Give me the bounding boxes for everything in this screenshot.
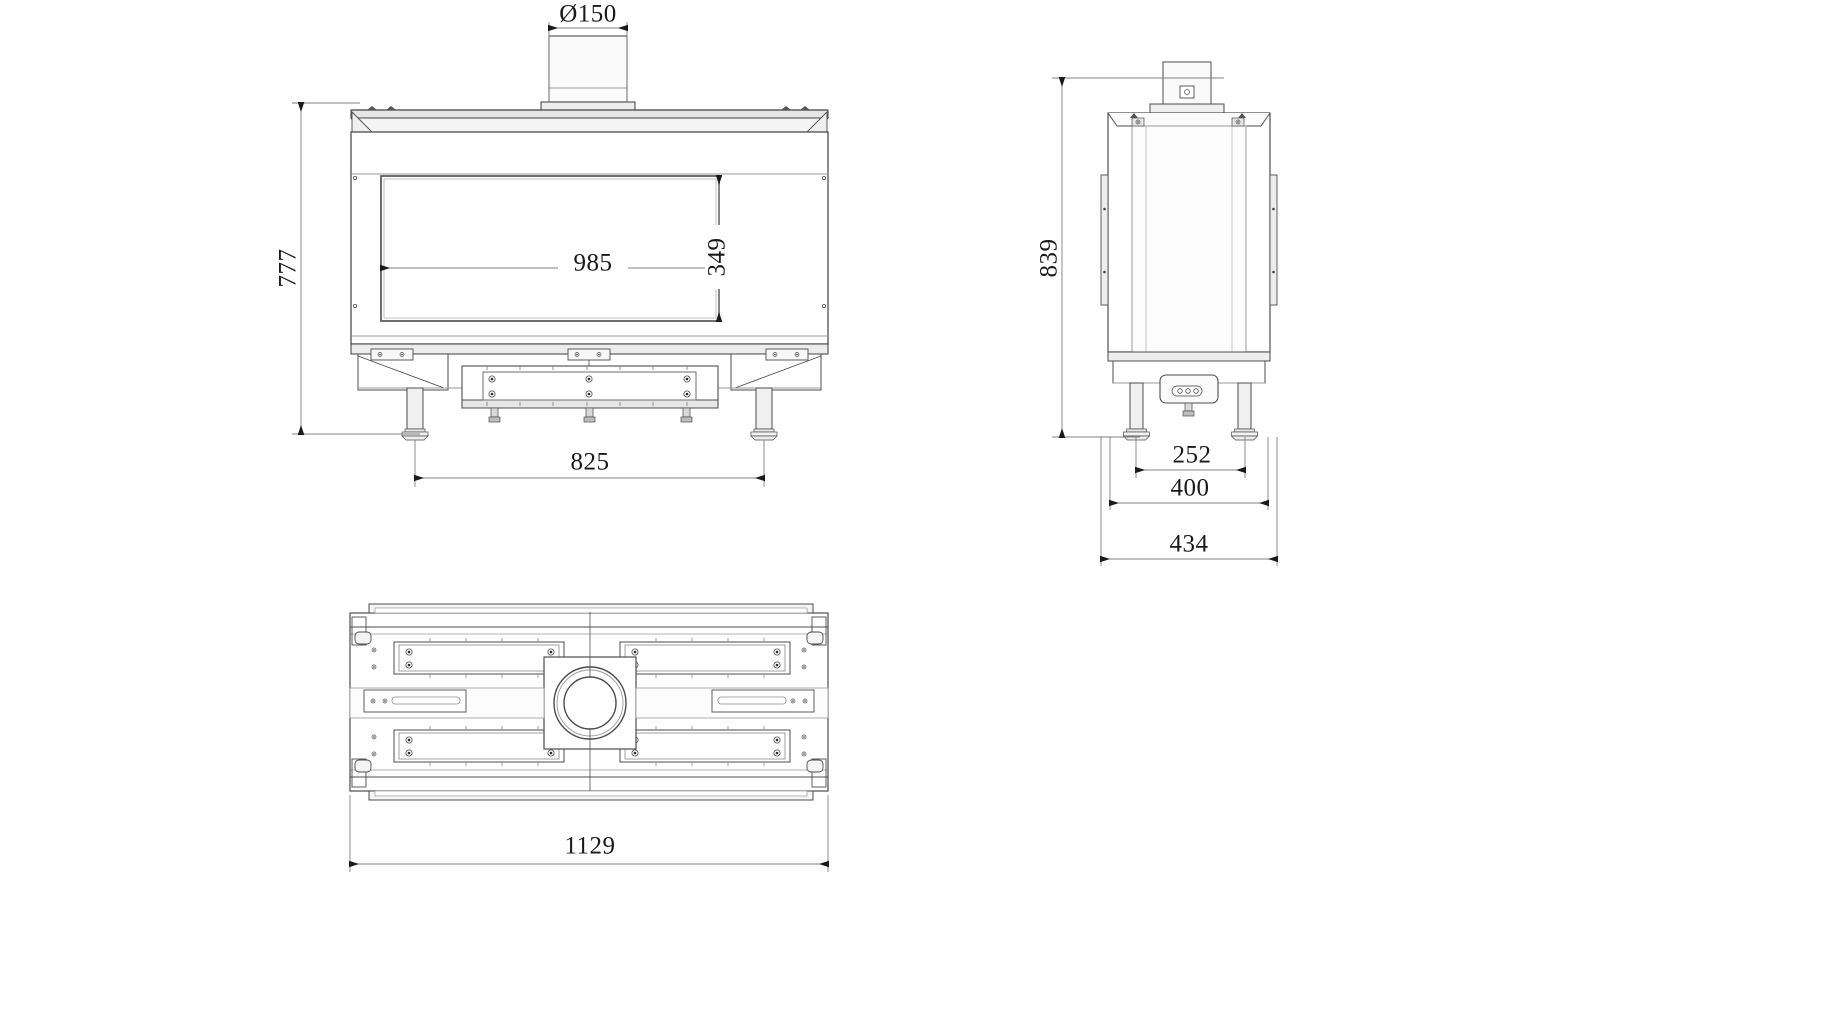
- dim-side-252: 252: [1135, 437, 1246, 478]
- side-top-clips: [1130, 113, 1246, 127]
- front-burner-assembly: [461, 365, 719, 423]
- dim-leg-span-label: 825: [571, 449, 610, 476]
- plan-burner-bar-top-left: [393, 641, 565, 675]
- dim-flue-diameter: Ø150: [548, 1, 628, 102]
- dim-side-252-label: 252: [1173, 442, 1212, 469]
- plan-burner-bars: [393, 638, 791, 766]
- front-elevation-view: Ø150 777 985 985 349 825: [275, 1, 829, 487]
- dim-front-height: 777: [275, 102, 420, 435]
- dim-leg-span: 825: [414, 440, 765, 487]
- dim-side-height-label: 839: [1036, 239, 1063, 278]
- plan-top-view: 1129: [349, 603, 829, 872]
- front-burner-feet: [488, 407, 693, 423]
- front-base-plate: [350, 343, 829, 391]
- plan-burner-bar-top-right: [619, 641, 791, 675]
- dim-plan-width-label: 1129: [564, 833, 615, 860]
- plan-burner-bar-bottom-left: [393, 729, 565, 763]
- side-flue-box: [1149, 61, 1225, 114]
- side-body-outline: [1100, 112, 1278, 353]
- dim-side-400: 400: [1109, 437, 1269, 510]
- side-legs: [1123, 382, 1258, 441]
- front-flue-collar: [540, 35, 636, 114]
- dim-front-height-label: 777: [275, 249, 302, 288]
- dim-side-height: 839: [1036, 77, 1224, 438]
- front-bracket-left: [370, 348, 414, 361]
- dim-glass-height: 349: [704, 175, 733, 322]
- plan-center-band: [349, 687, 829, 719]
- plan-handle-left: [363, 689, 467, 713]
- dim-side-434: 434: [1100, 437, 1278, 566]
- dim-glass-height-label: 349: [704, 238, 731, 277]
- dim-flue-diameter-label: Ø150: [559, 1, 617, 28]
- side-base-frame: [1107, 351, 1271, 441]
- dim-glass-width: 985 985: [380, 250, 720, 278]
- dim-plan-width: 1129: [349, 795, 829, 872]
- dim-side-400-label: 400: [1171, 475, 1210, 502]
- side-elevation-view: 839 252 400 434: [1036, 61, 1278, 566]
- side-burner: [1159, 374, 1219, 417]
- front-body-top: [350, 106, 829, 133]
- plan-handle-right: [711, 689, 815, 713]
- svg-text:985: 985: [574, 250, 613, 277]
- front-glass-opening: [380, 175, 720, 322]
- front-legs: [401, 387, 778, 441]
- plan-flue-collar: [543, 612, 637, 791]
- plan-burner-bar-bottom-right: [619, 729, 791, 763]
- dim-side-434-label: 434: [1170, 531, 1209, 558]
- front-bracket-right: [765, 348, 809, 361]
